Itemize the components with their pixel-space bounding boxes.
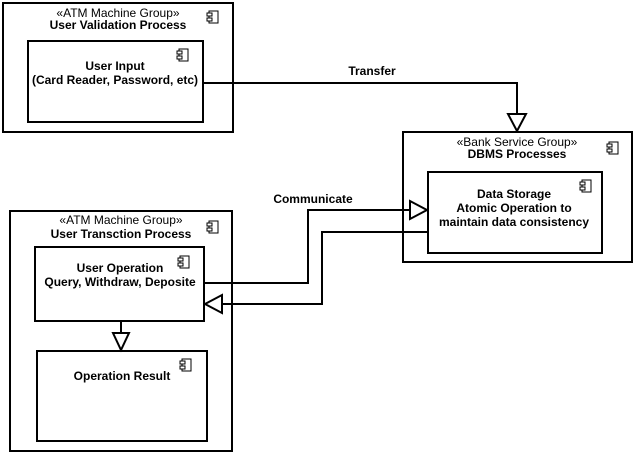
component-title: Data Storage: [477, 187, 551, 201]
arrowhead-icon: [409, 199, 430, 221]
package-name: User Validation Process: [50, 18, 187, 32]
component-icon: [176, 48, 189, 62]
component-detail: Atomic Operation to: [456, 201, 571, 215]
component-title: Operation Result: [74, 369, 171, 383]
package-stereotype: «ATM Machine Group»: [56, 6, 179, 20]
edge-label-communicate: Communicate: [273, 192, 353, 206]
package-name: User Transction Process: [51, 227, 192, 241]
package-stereotype: «ATM Machine Group»: [59, 213, 182, 227]
component-icon: [206, 10, 219, 24]
arrowhead-icon: [202, 293, 223, 315]
component-detail: Query, Withdraw, Deposite: [44, 275, 196, 289]
component-icon: [206, 220, 219, 234]
edge-transfer: Transfer: [204, 64, 528, 134]
component-title: User Input: [85, 59, 144, 73]
edge-label-transfer: Transfer: [348, 64, 396, 78]
edge-communicate-return: [202, 231, 428, 315]
arrowhead-icon: [111, 332, 131, 353]
component-operation-result: Operation Result: [36, 350, 208, 442]
component-detail: maintain data consistency: [439, 215, 589, 229]
component-icon: [579, 179, 592, 193]
package-stereotype: «Bank Service Group»: [457, 135, 578, 149]
component-user-operation: User Operation Query, Withdraw, Deposite: [34, 246, 205, 322]
component-detail: (Card Reader, Password, etc): [32, 73, 198, 87]
edge-communicate-to-storage: Communicate: [204, 192, 430, 284]
edge-operation-to-result: [111, 321, 131, 353]
component-icon: [179, 358, 192, 372]
component-data-storage: Data Storage Atomic Operation to maintai…: [427, 171, 603, 254]
component-icon: [177, 255, 190, 269]
package-name: DBMS Processes: [468, 147, 567, 161]
arrowhead-icon: [506, 113, 528, 134]
component-icon: [606, 141, 619, 155]
component-title: User Operation: [77, 261, 164, 275]
component-user-input: User Input (Card Reader, Password, etc): [27, 40, 204, 123]
